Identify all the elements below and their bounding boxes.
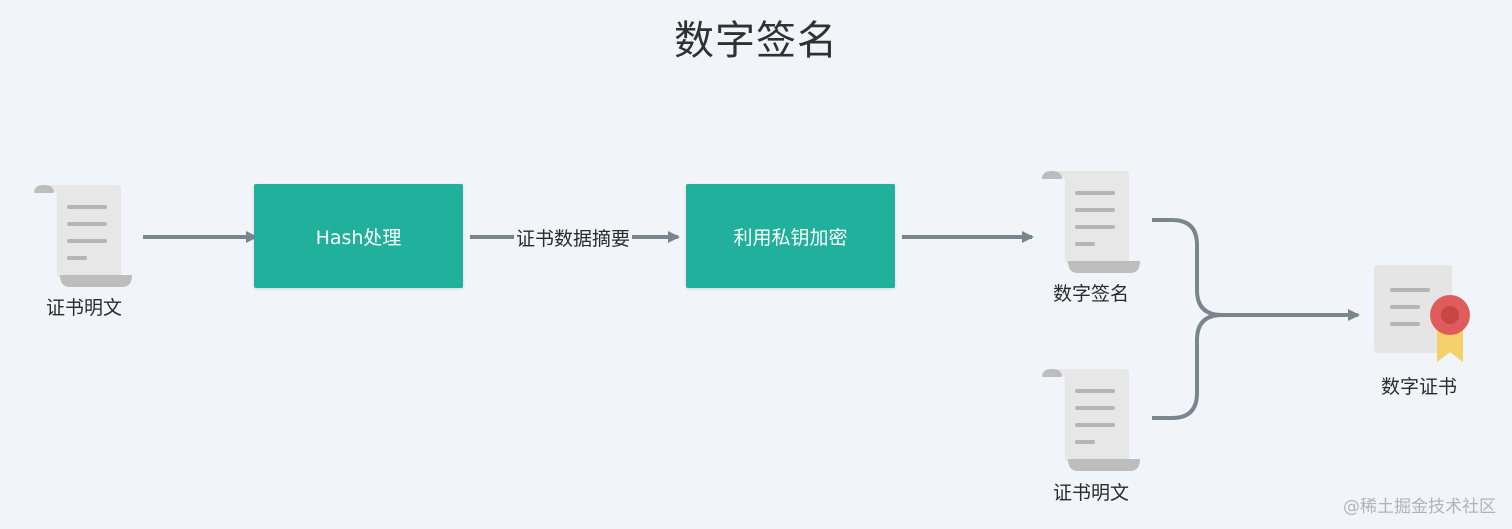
hash-process-box: Hash处理 (254, 184, 463, 288)
digest-edge-label: 证书数据摘要 (514, 224, 633, 251)
signature-document-icon (1042, 171, 1140, 273)
certificate-icon (1374, 265, 1470, 362)
hash-process-label: Hash处理 (315, 226, 402, 249)
plaintext-doc-label: 证书明文 (45, 297, 122, 319)
scroll-document-icon (34, 185, 132, 287)
connector-plaintext-to-merge (1152, 313, 1223, 420)
signature-doc-label: 数字签名 (1052, 283, 1129, 305)
connector-signature-to-merge (1152, 218, 1223, 317)
private-key-encrypt-label: 利用私钥加密 (733, 226, 848, 249)
plaintext-doc2-label: 证书明文 (1052, 482, 1129, 504)
diagram-title: 数字签名 (674, 18, 838, 64)
plaintext-document-icon (1042, 369, 1140, 471)
private-key-encrypt-box: 利用私钥加密 (686, 184, 895, 288)
certificate-label: 数字证书 (1380, 376, 1457, 398)
watermark: @稀土掘金技术社区 (1343, 497, 1496, 517)
